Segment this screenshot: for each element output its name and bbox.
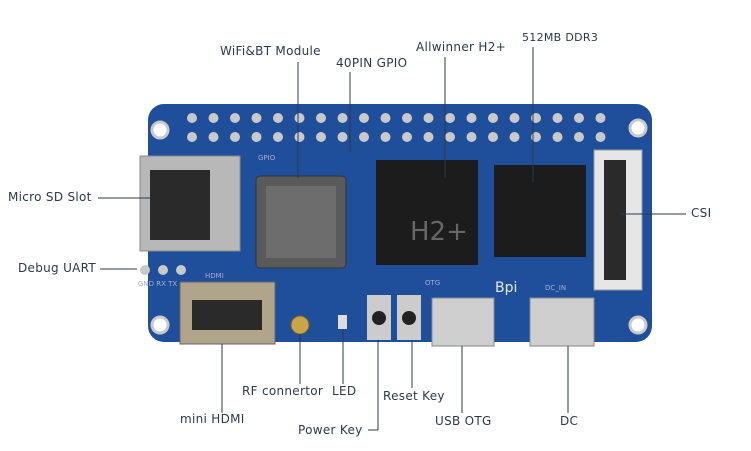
label-micro-sd-slot: Micro SD Slot [8,190,92,204]
mount-hole [150,120,170,140]
soc-chip [376,160,478,265]
gpio-pin [380,113,391,123]
gpio-pin [509,113,520,123]
led [338,315,347,329]
gpio-header [187,113,606,142]
gpio-pin [552,132,563,142]
gpio-pin [402,132,412,142]
svg-text:OTG: OTG [425,279,440,287]
leader-lines [98,47,686,431]
usb-otg-port [431,297,495,347]
gpio-pin [359,113,369,123]
label-power-key: Power Key [298,423,363,437]
gpio-pin [488,132,498,142]
gpio-pin [423,113,434,123]
gpio-pin [316,132,326,142]
gpio-pin [337,132,348,142]
gpio-pin [187,132,197,142]
chip-marking: H2+ [410,217,468,247]
ram-chip [494,165,586,257]
gpio-pin [488,113,498,123]
label-wifi-bt-module: WiFi&BT Module [220,44,321,58]
label-debug-uart: Debug UART [18,261,97,275]
gpio-pin [187,113,197,123]
gpio-pin [294,132,305,142]
gpio-pin [251,132,262,142]
mount-hole [150,315,170,335]
gpio-pin [273,132,283,142]
gpio-pin [466,132,477,142]
gpio-pin [466,113,477,123]
svg-text:GPIO: GPIO [258,154,276,162]
gpio-pin [423,132,434,142]
rf-connector [290,315,310,335]
gpio-pin [251,113,262,123]
svg-text:GND RX TX: GND RX TX [138,280,177,288]
bpi-logo: Bpi [495,280,517,296]
svg-text:HDMI: HDMI [205,272,224,280]
label-led: LED [332,384,357,398]
label-allwinner-h2plus: Allwinner H2+ [416,40,506,54]
gpio-pin [509,132,520,142]
gpio-pin [230,113,240,123]
gpio-pin [316,113,326,123]
gpio-pin [208,113,219,123]
gpio-pin [574,113,584,123]
gpio-pin [445,132,455,142]
svg-text:DC_IN: DC_IN [545,284,566,292]
mount-hole [628,315,648,335]
mount-hole [628,118,648,138]
gpio-pin [273,113,283,123]
dc-port [529,297,595,347]
gpio-pin [230,132,240,142]
label-dc: DC [560,414,579,428]
label-usb-otg: USB OTG [435,414,492,428]
label-mini-hdmi: mini HDMI [180,412,245,426]
gpio-pin [552,113,563,123]
gpio-pin [574,132,584,142]
label-rf-connector: RF connertor [242,384,324,398]
label-csi: CSI [691,206,712,220]
gpio-pin [294,113,305,123]
gpio-pin [208,132,219,142]
gpio-pin [445,113,455,123]
label-reset-key: Reset Key [383,389,445,403]
gpio-pin [359,132,369,142]
gpio-pin [402,113,412,123]
label-40pin-gpio: 40PIN GPIO [336,56,408,70]
gpio-pin [595,113,606,123]
gpio-pin [595,132,606,142]
gpio-pin [380,132,391,142]
gpio-pin [337,113,348,123]
label-512mb-ddr3: 512MB DDR3 [522,31,599,44]
